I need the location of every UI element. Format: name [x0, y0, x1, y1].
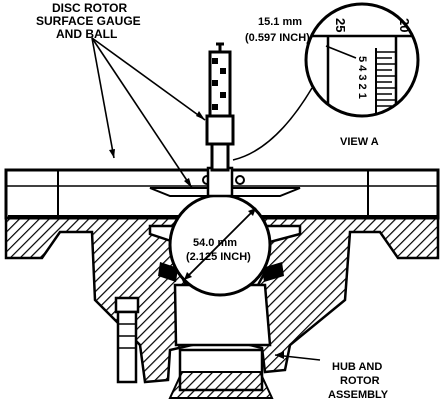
gauge-label-line2: SURFACE GAUGE — [36, 14, 141, 28]
surface-gauge-bar — [149, 166, 301, 198]
view-a-label: VIEW A — [340, 136, 379, 148]
scale-vertical-numbers: 5 4 3 2 1 — [356, 56, 368, 99]
gauge-label-line3: AND BALL — [56, 27, 117, 41]
hub-cross-section — [4, 216, 440, 399]
reading-mm-label: 15.1 mm — [258, 16, 302, 28]
scale-upper-right: 20 — [397, 18, 412, 32]
hub-label-line2: ROTOR — [340, 375, 380, 387]
wheel-stud — [114, 296, 140, 384]
ball-mm-label: 54.0 mm — [193, 237, 237, 249]
labels: DISC ROTOR SURFACE GAUGE AND BALL 15.1 m… — [36, 1, 389, 401]
ball-inch-label: (2.125 INCH) — [186, 251, 251, 263]
view-a-loupe: 25 20 5 4 3 2 1 — [304, 2, 420, 118]
hub-label-line1: HUB AND — [332, 361, 382, 373]
hub-label-line3: ASSEMBLY — [328, 389, 389, 401]
leader-arrowheads — [109, 111, 284, 359]
depth-gauge — [205, 42, 235, 172]
reading-inch-label: (0.597 INCH) — [245, 32, 310, 44]
gauge-label-line1: DISC ROTOR — [52, 1, 127, 15]
scale-upper-left: 25 — [333, 18, 348, 32]
